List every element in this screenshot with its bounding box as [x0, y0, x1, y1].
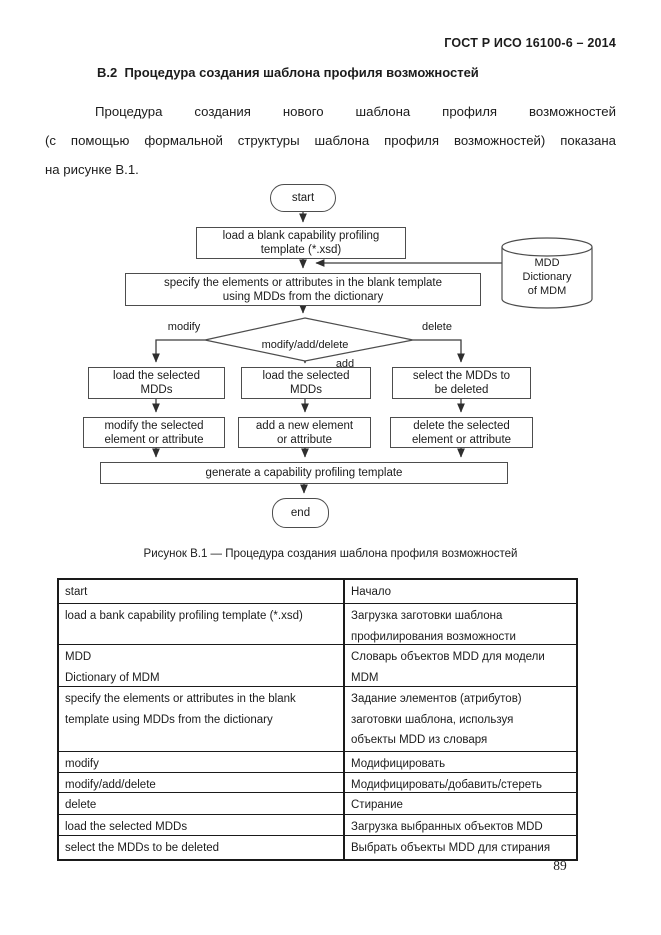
table-row: load the selected MDDs Загрузка выбранны… [59, 815, 576, 836]
flowchart-node-load-blank-template: load a blank capability profiling templa… [196, 227, 406, 259]
table-row: specify the elements or attributes in th… [59, 687, 576, 752]
table-cell-ru: Модифицировать/добавить/стереть [351, 779, 543, 791]
translation-table: start Начало load a bank capability prof… [57, 578, 578, 861]
flowchart-node-end: end [272, 498, 329, 528]
table-row: modify/add/delete Модифицировать/добавит… [59, 773, 576, 793]
table-cell-en: modify [59, 752, 345, 772]
page-number: 89 [553, 858, 567, 873]
table-row: start Начало [59, 580, 576, 604]
table-row: select the MDDs to be deleted Выбрать об… [59, 836, 576, 859]
flowchart-node-delete-element: delete the selected element or attribute [390, 417, 533, 448]
table-cell-ru: Словарь объектов MDD для модели MDM [351, 651, 545, 684]
table-cell-en: modify/add/delete [59, 773, 345, 792]
flowchart-node-specify-elements: specify the elements or attributes in th… [125, 273, 481, 306]
table-row: delete Стирание [59, 793, 576, 815]
paragraph-line: на рисунке В.1. [45, 162, 139, 177]
flowchart-node-start: start [270, 184, 336, 212]
flowchart-node-modify-element: modify the selected element or attribute [83, 417, 225, 448]
table-cell-en: start [59, 580, 345, 603]
table-row: load a bank capability profiling templat… [59, 604, 576, 645]
table-cell-ru: Загрузка выбранных объектов MDD [351, 821, 543, 833]
table-cell-ru: Выбрать объекты MDD для стирания [351, 842, 551, 854]
paragraph-line: Процедура создания нового шаблона профил… [95, 104, 616, 119]
table-cell-en: delete [59, 793, 345, 814]
table-row: MDD Dictionary of MDM Словарь объектов M… [59, 645, 576, 687]
intro-paragraph: Процедура создания нового шаблона профил… [45, 97, 616, 184]
table-cell-ru: Модифицировать [351, 758, 446, 770]
flowchart-branch-modify-label: modify [167, 320, 201, 333]
flowchart-branch-add-label: add [335, 357, 355, 370]
table-cell-ru: Стирание [351, 799, 403, 811]
flowchart-node-load-selected-mdds-center: load the selected MDDs [241, 367, 371, 399]
paragraph-line: (с помощью формальной структуры шаблона … [45, 133, 616, 148]
table-cell-ru: Начало [351, 586, 392, 598]
flowchart-node-add-element: add a new element or attribute [238, 417, 371, 448]
table-cell-en: specify the elements or attributes in th… [59, 687, 345, 751]
decision-diamond-shape [204, 317, 414, 362]
table-cell-ru: Задание элементов (атрибутов) заготовки … [351, 693, 522, 746]
table-cell-en: load the selected MDDs [59, 815, 345, 835]
figure-caption: Рисунок В.1 — Процедура создания шаблона… [143, 548, 518, 560]
flowchart-node-select-mdds-to-delete: select the MDDs to be deleted [392, 367, 531, 399]
flowchart-decision-label: modify/add/delete [261, 339, 349, 351]
table-row: modify Модифицировать [59, 752, 576, 773]
flowchart-node-generate-template: generate a capability profiling template [100, 462, 508, 484]
flowchart-node-load-selected-mdds-left: load the selected MDDs [88, 367, 225, 399]
flowchart-branch-delete-label: delete [422, 320, 452, 333]
document-code: ГОСТ Р ИСО 16100-6 – 2014 [444, 36, 616, 50]
database-cylinder-shape [501, 237, 593, 309]
table-cell-ru: Загрузка заготовки шаблона профилировани… [351, 610, 516, 643]
table-cell-en: load a bank capability profiling templat… [59, 604, 345, 644]
table-cell-en: select the MDDs to be deleted [59, 836, 345, 859]
flowchart-node-mdd-dictionary: MDD Dictionary of MDM [522, 257, 572, 297]
table-cell-en: MDD Dictionary of MDM [59, 645, 345, 686]
section-heading: В.2 Процедура создания шаблона профиля в… [97, 65, 479, 80]
